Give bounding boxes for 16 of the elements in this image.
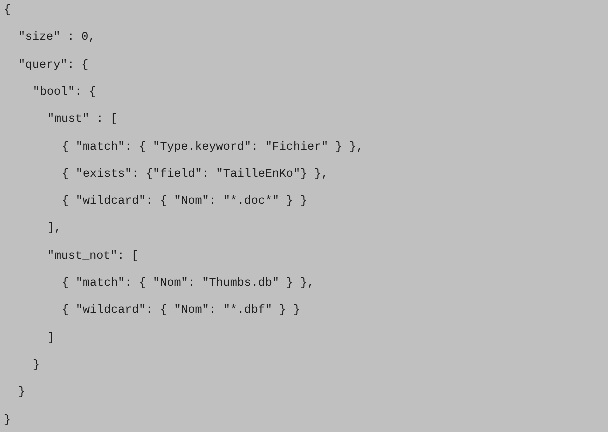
code-line: } <box>33 358 40 372</box>
code-line: { "match": { "Nom": "Thumbs.db" } }, <box>62 276 314 290</box>
code-line: } <box>18 385 26 400</box>
code-line: ] <box>48 330 55 345</box>
code-line: "query": { <box>18 58 89 72</box>
code-line: "size" : 0, <box>18 30 96 44</box>
code-line: "must" : [ <box>48 112 118 126</box>
code-line: { <box>4 3 12 17</box>
code-line: "bool": { <box>33 84 96 99</box>
code-line: } <box>4 412 12 426</box>
code-line: { "wildcard": { "Nom": "*.dbf" } } <box>62 303 300 318</box>
code-line: ], <box>48 221 62 236</box>
code-line: { "wildcard": { "Nom": "*.doc*" } } <box>62 194 308 208</box>
code-line: { "match": { "Type.keyword": "Fichier" } }, <box>62 140 364 154</box>
code-line: { "exists": {"field": "TailleEnKo"} }, <box>62 166 329 181</box>
code-line: "must_not": [ <box>48 248 139 263</box>
